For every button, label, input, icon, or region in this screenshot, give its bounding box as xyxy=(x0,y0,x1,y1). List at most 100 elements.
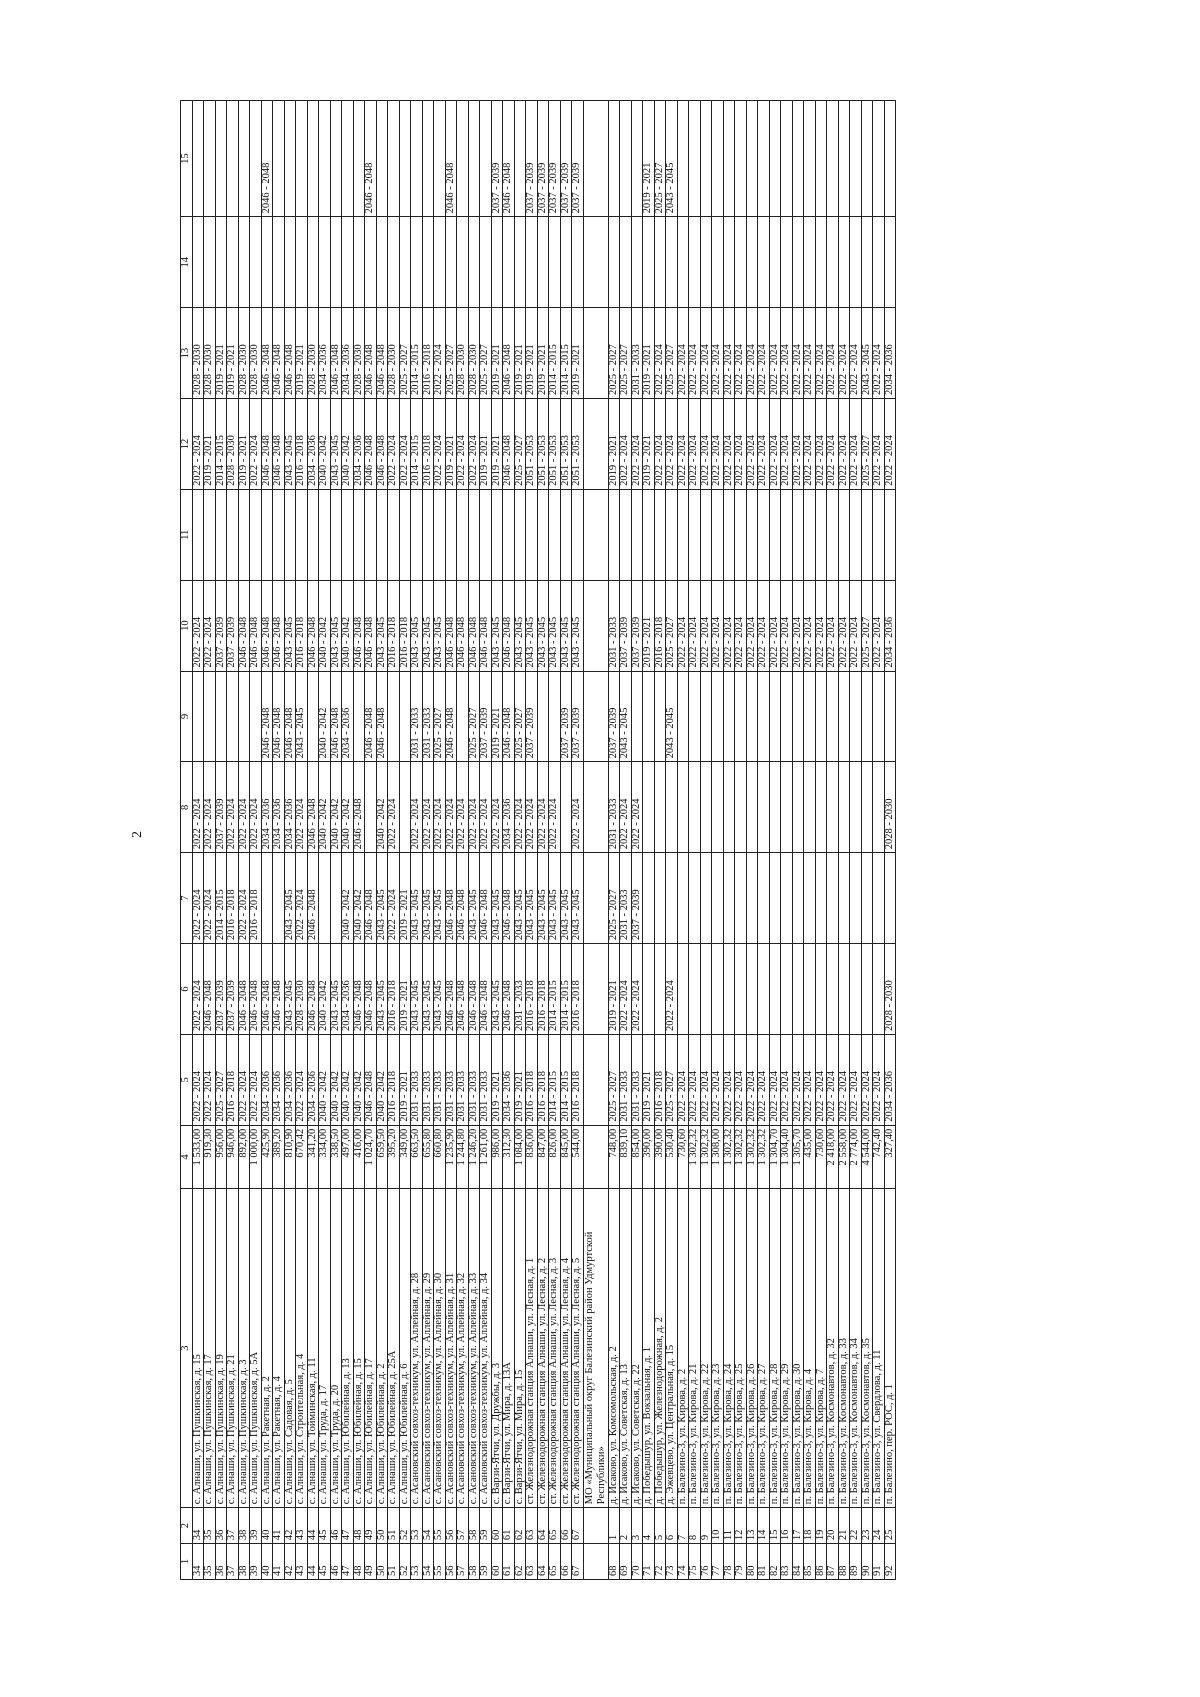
table-cell: ст. Железнодорожная станция Алнаши, ул. … xyxy=(560,1188,572,1508)
table-cell xyxy=(792,761,804,853)
table-cell: 2022 - 2024 xyxy=(700,580,712,672)
table-cell: 2016 - 2018 xyxy=(525,943,537,1035)
table-cell: 2025 - 2027 xyxy=(861,580,873,672)
table-cell: 70 xyxy=(631,1543,643,1580)
table-cell: 87 xyxy=(826,1543,839,1580)
table-cell: д. Исаково, ул. Комсомольская, д. 2 xyxy=(608,1188,620,1508)
table-cell: 41 xyxy=(272,1507,284,1544)
table-cell: 2014 - 2015 xyxy=(548,307,560,399)
table-cell: 2043 - 2045 xyxy=(433,852,445,944)
table-cell: 2046 - 2048 xyxy=(479,852,491,944)
table-cell: 2025 - 2027 xyxy=(433,671,445,762)
table-cell: 2022 - 2024 xyxy=(665,943,678,1035)
table-cell xyxy=(583,852,609,944)
table-cell: 2022 - 2024 xyxy=(711,398,724,490)
table-cell: 36 xyxy=(215,1543,227,1580)
table-cell: 836,00 xyxy=(525,1125,537,1189)
table-cell: 2014 - 2015 xyxy=(560,943,572,1035)
table-cell xyxy=(803,216,816,308)
table-cell xyxy=(654,761,666,853)
table-cell: 2022 - 2024 xyxy=(711,580,724,672)
table-cell: 2022 - 2024 xyxy=(688,307,701,399)
table-cell xyxy=(353,100,365,217)
column-header: 11 xyxy=(180,489,192,581)
table-cell xyxy=(769,216,781,308)
table-cell: 2040 - 2042 xyxy=(341,580,353,672)
table-cell: 48 xyxy=(353,1543,365,1580)
table-cell: 2028 - 2030 xyxy=(307,307,319,399)
table-cell xyxy=(769,852,781,944)
table-cell xyxy=(456,216,468,308)
table-cell: 2022 - 2024 xyxy=(861,1034,873,1126)
table-cell: 663,50 xyxy=(410,1125,422,1189)
table-cell xyxy=(608,100,620,217)
table-cell: 2043 - 2045 xyxy=(514,852,526,944)
table-cell: 75 xyxy=(688,1543,701,1580)
table-cell: 34 xyxy=(192,1543,204,1580)
table-cell: 2019 - 2021 xyxy=(491,1034,503,1126)
table-cell xyxy=(537,216,549,308)
table-cell: 2022 - 2024 xyxy=(249,398,261,490)
table-cell: 2037 - 2039 xyxy=(226,943,238,1035)
table-cell: 2028 - 2030 xyxy=(295,943,307,1035)
table-cell: 2037 - 2039 xyxy=(537,100,549,217)
table-cell xyxy=(872,852,885,944)
table-cell xyxy=(422,216,434,308)
table-cell: 2037 - 2039 xyxy=(571,100,583,217)
table-cell xyxy=(433,100,445,217)
table-cell xyxy=(780,100,793,217)
table-cell xyxy=(249,489,261,581)
table-cell: 2022 - 2024 xyxy=(433,761,445,853)
table-cell: 2016 - 2018 xyxy=(571,943,583,1035)
table-cell: 1 246,20 xyxy=(468,1125,480,1189)
table-cell: 2022 - 2024 xyxy=(226,761,238,853)
table-cell: 2022 - 2024 xyxy=(815,307,827,399)
table-cell xyxy=(780,761,793,853)
table-cell xyxy=(619,216,632,308)
table-cell: 2022 - 2024 xyxy=(192,1034,204,1126)
table-cell xyxy=(826,489,839,581)
table-cell: п. Балезино, пер. РОС, д. 1 xyxy=(884,1188,896,1508)
table-cell xyxy=(757,489,770,581)
table-cell: 2034 - 2036 xyxy=(341,671,353,762)
table-cell xyxy=(711,671,724,762)
table-cell: 2043 - 2045 xyxy=(410,943,422,1035)
table-cell: 69 xyxy=(619,1543,632,1580)
column-header: 9 xyxy=(180,671,192,762)
table-cell: 2022 - 2024 xyxy=(826,1034,839,1126)
table-cell: 2046 - 2048 xyxy=(364,307,376,399)
table-cell xyxy=(746,943,758,1035)
table-cell: 2022 - 2024 xyxy=(192,580,204,672)
table-cell: 2031 - 2033 xyxy=(456,1034,468,1126)
table-cell xyxy=(192,489,204,581)
table-cell xyxy=(249,100,261,217)
table-cell xyxy=(387,100,399,217)
table-cell xyxy=(838,216,850,308)
table-cell xyxy=(780,852,793,944)
table-cell: 2037 - 2039 xyxy=(226,580,238,672)
table-cell: 2028 - 2030 xyxy=(387,307,399,399)
table-cell: 2046 - 2048 xyxy=(272,580,284,672)
table-cell: 2022 - 2024 xyxy=(746,1034,758,1126)
table-cell: с. Алнаши, ул. Юбилейная, д. 15 xyxy=(353,1188,365,1508)
table-cell xyxy=(226,489,238,581)
table-cell xyxy=(445,489,457,581)
table-cell: 2046 - 2048 xyxy=(468,580,480,672)
table-cell: 47 xyxy=(341,1543,353,1580)
table-cell: 2040 - 2042 xyxy=(341,761,353,853)
table-cell: 2022 - 2024 xyxy=(433,398,445,490)
table-cell xyxy=(677,489,689,581)
table-cell: 2022 - 2024 xyxy=(723,1034,735,1126)
table-cell: 2046 - 2048 xyxy=(284,671,296,762)
table-cell: 1 000,00 xyxy=(249,1125,261,1189)
table-cell xyxy=(353,216,365,308)
table-cell xyxy=(826,852,839,944)
table-cell: 2034 - 2036 xyxy=(272,1034,284,1126)
table-cell xyxy=(711,761,724,853)
